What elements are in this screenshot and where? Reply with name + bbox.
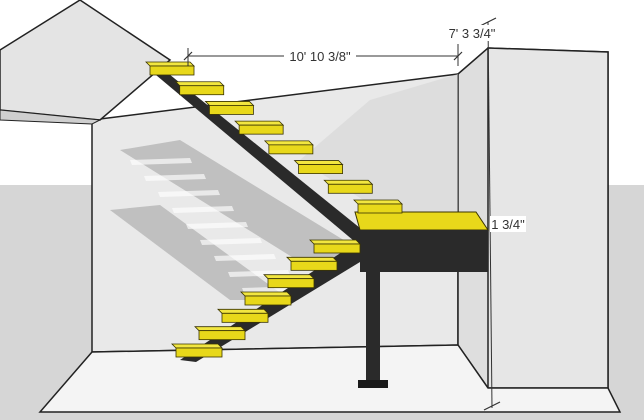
tread-upper-7 [327, 183, 373, 194]
tread-upper-2 [179, 85, 225, 96]
landing-thickness-label: 1 3/4" [491, 217, 525, 232]
tread-upper-7-top [323, 179, 374, 185]
shadow-gap-5 [186, 222, 248, 229]
tread-lower-7 [175, 347, 223, 358]
tread-lower-6 [198, 330, 246, 341]
treads [145, 61, 403, 358]
ceiling-slab [0, 0, 172, 121]
landing-top [354, 211, 489, 231]
shadow-gap-3 [158, 190, 220, 197]
tread-upper-6 [298, 164, 343, 174]
post-base-plate [358, 380, 388, 388]
support-post [366, 272, 380, 384]
shadow-treads [130, 158, 304, 293]
shadow-gap-7 [214, 254, 276, 261]
tread-upper-4-top [234, 120, 285, 126]
tread-upper-1-top [145, 61, 195, 67]
tread-lower-5 [221, 312, 269, 323]
tread-upper-3 [209, 105, 254, 115]
tread-lower-3-top [263, 274, 315, 280]
tread-upper-8 [357, 203, 403, 214]
tread-lower-5-top [217, 308, 269, 314]
height-dimension: 7' 3 3/4" [446, 17, 501, 411]
tread-lower-1 [313, 243, 361, 254]
tread-upper-8-top [353, 199, 403, 205]
run-dimension: 10' 10 3/8" [183, 44, 463, 66]
tread-lower-2-top [286, 256, 338, 262]
tread-upper-1 [149, 65, 195, 76]
tread-upper-4 [238, 124, 284, 135]
total-height-label: 7' 3 3/4" [449, 26, 496, 41]
run-length-label: 10' 10 3/8" [289, 49, 351, 64]
shadow-gap-4 [172, 206, 234, 213]
stringer-upper [150, 70, 360, 246]
tread-lower-2 [290, 260, 338, 271]
tread-lower-4-top [240, 291, 292, 297]
tread-lower-1-top [309, 239, 361, 245]
tread-upper-5 [268, 144, 314, 155]
tread-upper-2-top [174, 81, 225, 87]
tread-lower-3 [267, 278, 315, 289]
ceiling-slab-underside [0, 109, 102, 125]
tread-lower-7-top [171, 343, 223, 349]
tread-upper-5-top [263, 140, 314, 146]
floor [38, 344, 622, 413]
tread-upper-3-top [204, 101, 255, 106]
landing-dimension: 1 3/4" [490, 216, 526, 232]
shadow-gap-6 [200, 238, 262, 245]
tread-lower-4 [244, 295, 292, 306]
tread-lower-6-top [194, 326, 246, 332]
shadow-gap-2 [144, 174, 206, 181]
tread-upper-6-top [293, 160, 344, 165]
shadow-gap-1 [130, 158, 192, 165]
landing-body [360, 230, 488, 272]
